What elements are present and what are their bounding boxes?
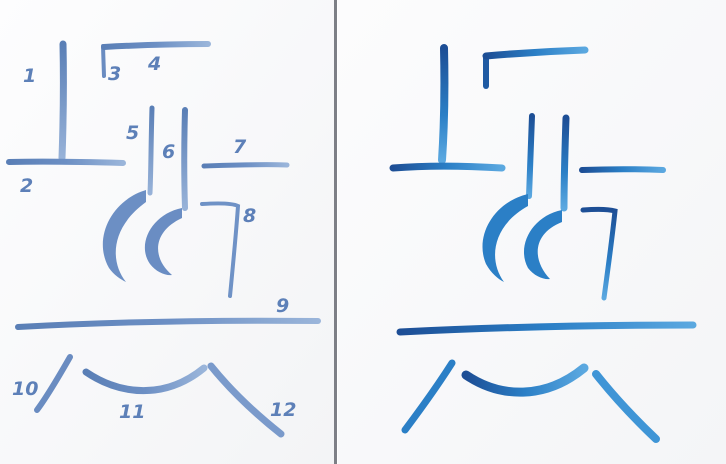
stroke-5 (529, 116, 532, 196)
photo-divider (334, 0, 337, 464)
number-label: 12 (270, 399, 296, 421)
number-label: 6 (162, 141, 175, 163)
stroke-2 (9, 162, 123, 163)
stroke-2 (393, 166, 502, 168)
stroke-3 (103, 46, 104, 76)
number-label: 3 (108, 63, 121, 85)
number-label: 4 (147, 53, 161, 75)
stroke-1 (62, 44, 63, 158)
number-label: 7 (233, 136, 247, 158)
stroke-6 (184, 110, 185, 208)
stroke-1 (442, 48, 444, 160)
number-label: 10 (12, 378, 38, 400)
number-label: 5 (126, 122, 139, 144)
stroke-6 (564, 118, 566, 208)
number-label: 9 (276, 295, 289, 317)
stroke-7 (204, 165, 287, 166)
stroke-5 (150, 108, 152, 193)
number-label: 1 (23, 65, 36, 87)
number-label: 11 (119, 401, 145, 423)
number-label: 2 (20, 175, 33, 197)
stroke-4 (104, 44, 208, 47)
number-label: 8 (243, 205, 256, 227)
stroke-7 (582, 169, 663, 170)
